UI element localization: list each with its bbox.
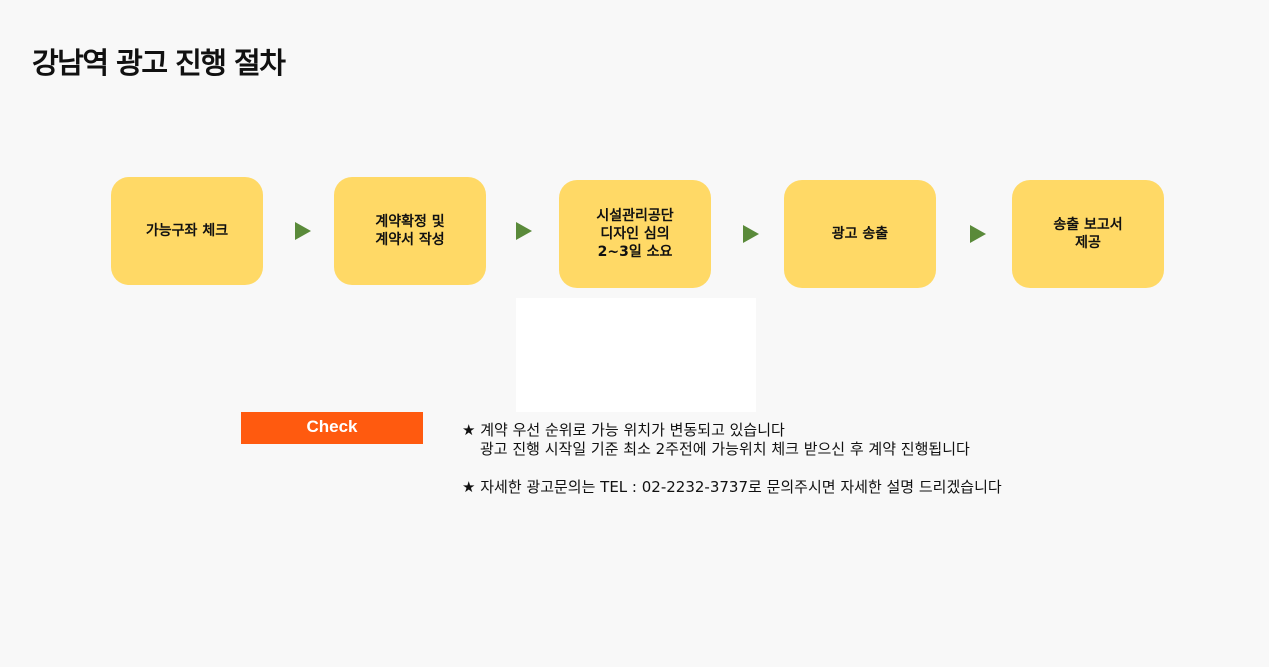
arrow-right-icon: [295, 222, 311, 240]
page-title: 강남역 광고 진행 절차: [32, 46, 286, 80]
notice-priority: ★ 계약 우선 순위로 가능 위치가 변동되고 있습니다: [462, 421, 785, 440]
star-icon: ★: [462, 478, 476, 496]
star-icon: ★: [462, 421, 476, 439]
step-ad-broadcast: 광고 송출: [784, 180, 936, 288]
step-contract-confirm: 계약확정 및 계약서 작성: [334, 177, 486, 285]
notice-contact-text: 자세한 광고문의는 TEL : 02-2232-3737로 문의주시면 자세한 …: [475, 478, 1002, 496]
check-button[interactable]: Check: [241, 412, 423, 444]
step-design-review: 시설관리공단 디자인 심의 2~3일 소요: [559, 180, 711, 288]
arrow-right-icon: [743, 225, 759, 243]
step-availability-check: 가능구좌 체크: [111, 177, 263, 285]
notice-contact: ★ 자세한 광고문의는 TEL : 02-2232-3737로 문의주시면 자세…: [462, 478, 1002, 497]
step-report-delivery: 송출 보고서 제공: [1012, 180, 1164, 288]
notice-priority-text: 계약 우선 순위로 가능 위치가 변동되고 있습니다: [475, 421, 785, 439]
arrow-right-icon: [516, 222, 532, 240]
arrow-right-icon: [970, 225, 986, 243]
notice-priority-detail: 광고 진행 시작일 기준 최소 2주전에 가능위치 체크 받으신 후 계약 진행…: [480, 440, 970, 458]
image-placeholder: [516, 298, 756, 412]
